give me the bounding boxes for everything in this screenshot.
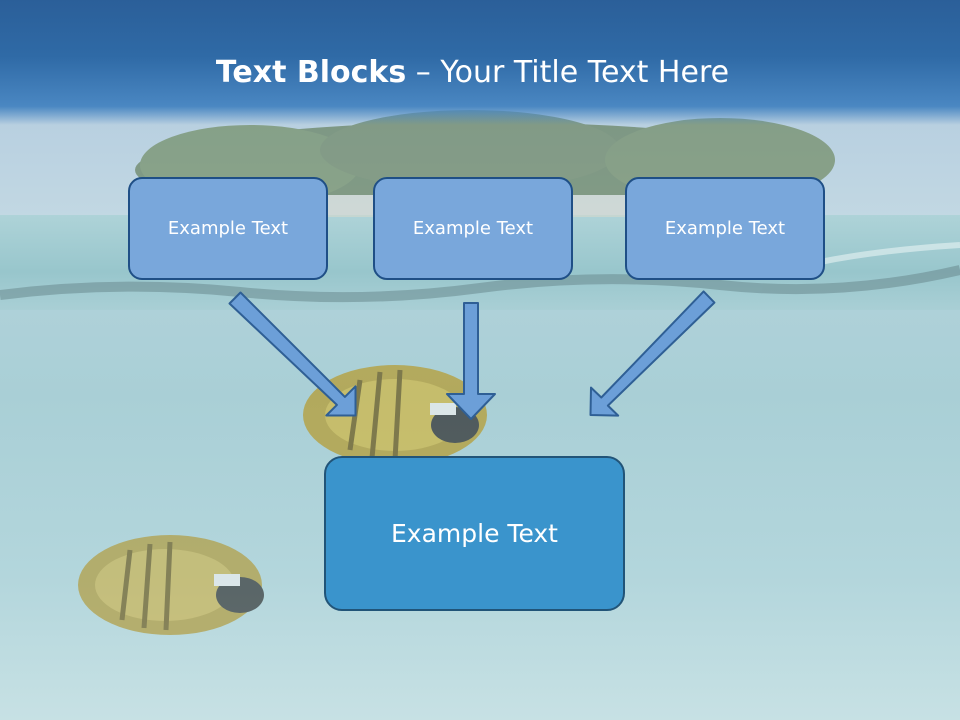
fish-2 — [78, 535, 264, 635]
text-block-2-label: Example Text — [412, 218, 534, 239]
title-strong: Text Blocks — [215, 55, 407, 90]
text-block-3-label: Example Text — [664, 218, 786, 239]
slide-title: Text Blocks – Your Title Text Here — [0, 55, 945, 90]
waves — [0, 242, 960, 303]
fish-1 — [303, 365, 487, 465]
text-block-1[interactable]: Example Text — [128, 177, 328, 280]
text-block-3[interactable]: Example Text — [625, 177, 825, 280]
result-block[interactable]: Example Text — [324, 456, 625, 611]
title-band — [0, 0, 960, 125]
result-block-label: Example Text — [391, 519, 558, 548]
title-rest: Your Title Text Here — [440, 55, 730, 90]
text-block-1-label: Example Text — [167, 218, 289, 239]
title-dash: – — [406, 55, 441, 90]
text-block-2[interactable]: Example Text — [373, 177, 573, 280]
